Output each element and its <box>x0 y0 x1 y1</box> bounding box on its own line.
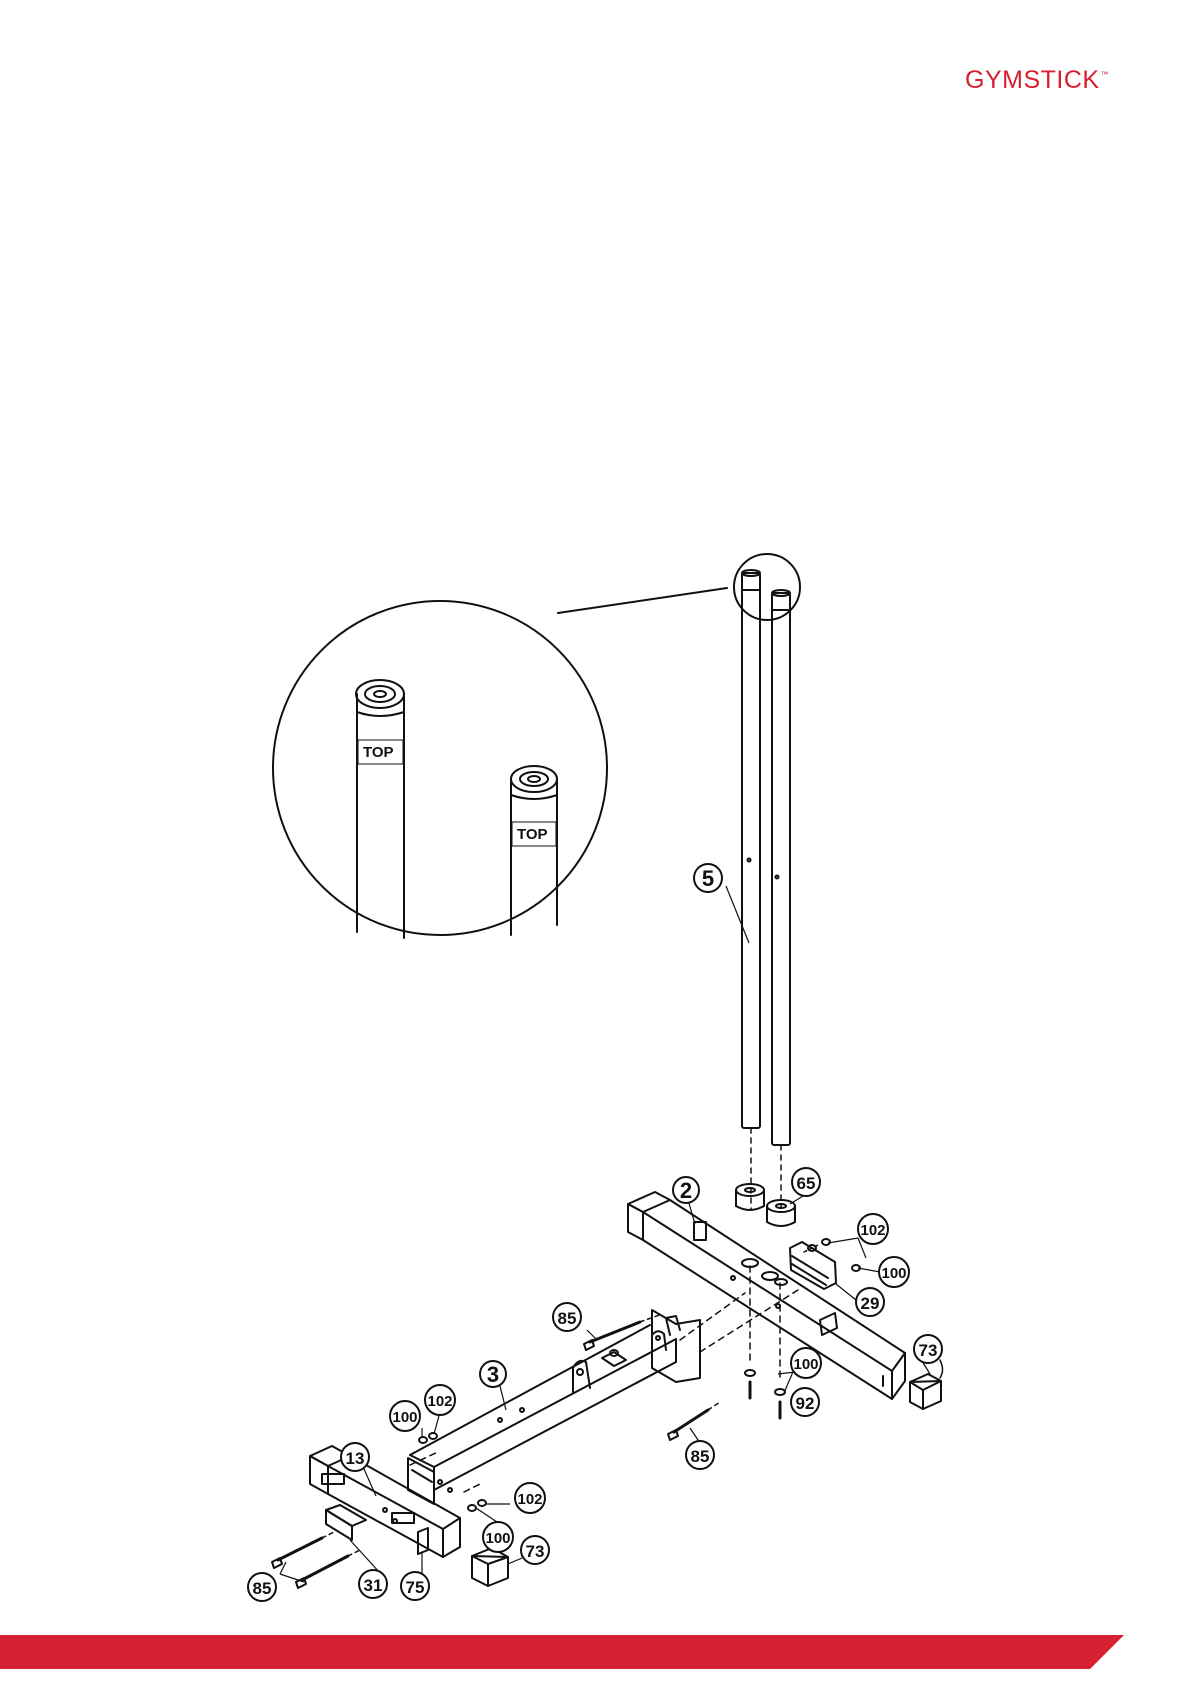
callout-31: 31 <box>359 1570 387 1598</box>
callout-100-top: 100 <box>879 1257 909 1287</box>
callout-label: 85 <box>253 1579 272 1598</box>
upright-tube-left <box>742 570 760 1210</box>
callout-label: 73 <box>526 1542 545 1561</box>
callout-65: 65 <box>792 1168 820 1196</box>
footer-red-band <box>0 1635 1124 1669</box>
callout-label: 5 <box>702 866 714 891</box>
callout-bubbles: 5 2 65 102 100 29 73 85 <box>248 864 942 1601</box>
callout-102-top: 102 <box>858 1214 888 1244</box>
callout-label: 100 <box>793 1356 818 1373</box>
bushing-left <box>736 1184 764 1210</box>
callout-75: 75 <box>401 1572 429 1600</box>
callout-29: 29 <box>856 1288 884 1316</box>
callout-label: 100 <box>392 1409 417 1426</box>
callout-label: 92 <box>796 1394 815 1413</box>
callout-label: 102 <box>860 1222 885 1239</box>
callout-label: 73 <box>919 1341 938 1360</box>
callout-label: 65 <box>797 1174 816 1193</box>
top-label-left: TOP <box>363 744 394 761</box>
zoom-tube-left <box>356 680 404 938</box>
hardware-top-right <box>804 1239 860 1271</box>
callout-100-bottom-right: 100 <box>791 1348 821 1378</box>
callout-102-mid: 102 <box>425 1385 455 1415</box>
callout-13: 13 <box>341 1443 369 1471</box>
screws-bottom <box>745 1370 785 1418</box>
end-cap-front <box>472 1548 508 1586</box>
callout-leaders <box>280 886 930 1582</box>
callout-label: 75 <box>406 1578 425 1597</box>
callout-5: 5 <box>694 864 722 892</box>
callout-label: 29 <box>861 1294 880 1313</box>
callout-label: 102 <box>427 1393 452 1410</box>
callout-85-upper: 85 <box>553 1303 581 1331</box>
callout-2: 2 <box>673 1177 699 1203</box>
callout-85-lower: 85 <box>686 1441 714 1469</box>
top-label-right: TOP <box>517 826 548 843</box>
callout-label: 13 <box>346 1449 365 1468</box>
callout-73-front: 73 <box>521 1536 549 1564</box>
zoom-top-labels: TOP TOP <box>363 744 548 843</box>
zoom-tube-right <box>511 766 557 935</box>
callout-label: 102 <box>517 1491 542 1508</box>
callout-73-right: 73 <box>914 1335 942 1363</box>
callout-92: 92 <box>791 1388 819 1416</box>
callout-label: 2 <box>680 1178 692 1203</box>
callout-label: 85 <box>558 1309 577 1328</box>
callout-label: 3 <box>487 1362 499 1387</box>
footer-bar <box>0 1635 1192 1685</box>
callout-3: 3 <box>480 1361 506 1387</box>
upright-tube-right <box>772 590 790 1207</box>
front-base-tube <box>310 1446 460 1557</box>
callout-label: 31 <box>364 1576 383 1595</box>
assembly-guide-lines <box>410 1266 798 1492</box>
callout-label: 100 <box>485 1530 510 1547</box>
callout-85-front: 85 <box>248 1573 276 1601</box>
callout-label: 100 <box>881 1265 906 1282</box>
callout-102-front: 102 <box>515 1483 545 1513</box>
bolts-85-front <box>272 1531 362 1588</box>
callout-label: 85 <box>691 1447 710 1466</box>
callout-100-front: 100 <box>483 1522 513 1552</box>
bolt-85-upper <box>584 1314 662 1350</box>
callout-100-mid: 100 <box>390 1401 420 1431</box>
zoom-leader-line <box>558 588 727 613</box>
front-plate <box>326 1505 366 1540</box>
